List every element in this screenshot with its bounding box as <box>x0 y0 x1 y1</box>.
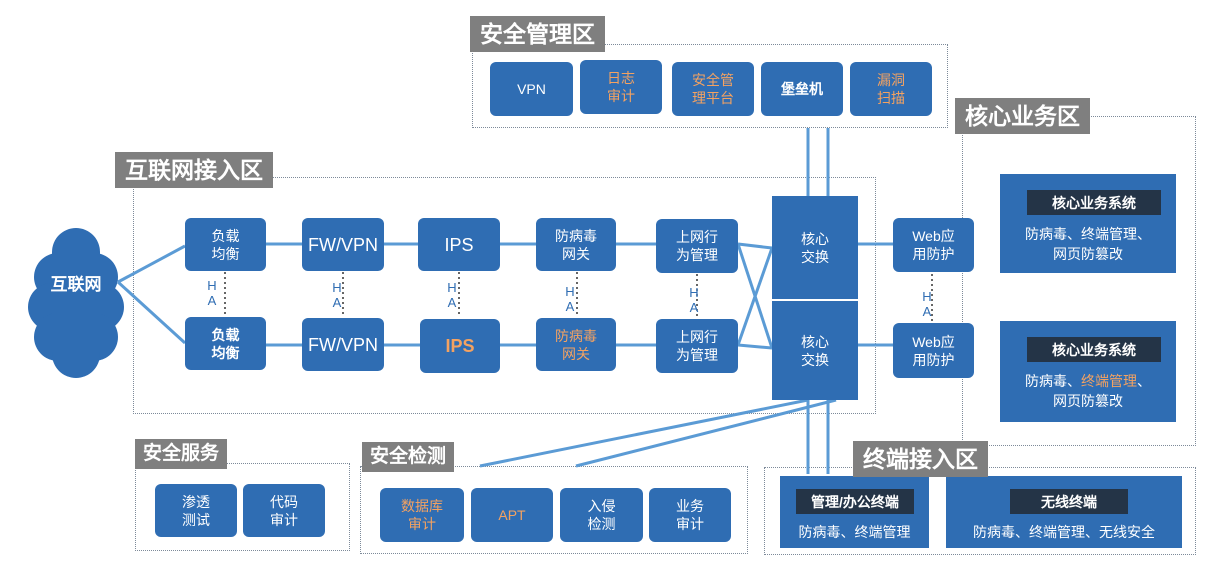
core-system-desc-2-line1: 防病毒、终端管理、 <box>1025 373 1151 389</box>
detect-db-audit[interactable]: 数据库 审计 <box>380 488 464 542</box>
core-system-desc-1-line1: 防病毒、终端管理、 <box>1025 226 1151 242</box>
internet-label: 互联网 <box>50 275 102 294</box>
security-detect-zone-title: 安全检测 <box>362 442 455 472</box>
security-detect-zone <box>360 466 748 554</box>
core-system-desc-2: 防病毒、终端管理、 网页防篡改 <box>1000 371 1176 411</box>
ha-label-fw: H A <box>332 280 342 310</box>
core-system-title-1: 核心业务系统 <box>1027 190 1161 215</box>
core-switch-top[interactable]: 核心 交换 <box>772 196 858 299</box>
core-business-zone-title: 核心业务区 <box>955 98 1090 134</box>
detect-apt[interactable]: APT <box>471 488 553 542</box>
wireless-terminal-panel[interactable]: 无线终端 防病毒、终端管理、无线安全 <box>946 476 1182 548</box>
ha-label-ips: H A <box>447 280 457 310</box>
service-code-audit[interactable]: 代码 审计 <box>243 484 325 537</box>
ha-label-av: H A <box>565 284 575 314</box>
office-terminal-panel[interactable]: 管理/办公终端 防病毒、终端管理 <box>780 476 929 548</box>
cloud-icon <box>28 228 124 378</box>
wireless-terminal-desc: 防病毒、终端管理、无线安全 <box>973 524 1155 540</box>
mgmt-vuln-scan[interactable]: 漏洞 扫描 <box>850 62 932 116</box>
core-system-desc-1: 防病毒、终端管理、 网页防篡改 <box>1000 224 1176 264</box>
waf-top[interactable]: Web应 用防护 <box>893 218 974 272</box>
core-system-panel-1[interactable]: 核心业务系统 防病毒、终端管理、 网页防篡改 <box>1000 174 1176 273</box>
av-gateway-top[interactable]: 防病毒 网关 <box>536 218 616 271</box>
mgmt-security-platform[interactable]: 安全管 理平台 <box>672 62 754 116</box>
terminal-access-zone-title: 终端接入区 <box>853 441 988 477</box>
ips-top[interactable]: IPS <box>418 218 500 271</box>
load-balancer-bottom[interactable]: 负载 均衡 <box>185 317 266 370</box>
core-system-panel-2[interactable]: 核心业务系统 防病毒、终端管理、 网页防篡改 <box>1000 321 1176 422</box>
core-system-desc-1-line2: 网页防篡改 <box>1053 246 1123 262</box>
mgmt-bastion-host[interactable]: 堡垒机 <box>761 62 843 116</box>
core-system-desc-2-line2: 网页防篡改 <box>1053 393 1123 409</box>
fw-vpn-bottom[interactable]: FW/VPN <box>302 318 384 371</box>
office-terminal-desc: 防病毒、终端管理 <box>798 524 911 540</box>
internet-access-zone-title: 互联网接入区 <box>115 152 273 188</box>
av-gateway-bottom[interactable]: 防病毒 网关 <box>536 318 616 371</box>
behavior-mgmt-top[interactable]: 上网行 为管理 <box>656 219 738 273</box>
security-mgmt-zone-title: 安全管理区 <box>470 16 605 52</box>
core-system-title-2: 核心业务系统 <box>1027 337 1161 362</box>
mgmt-log-audit[interactable]: 日志 审计 <box>580 60 662 114</box>
office-terminal-title: 管理/办公终端 <box>796 489 914 514</box>
load-balancer-top[interactable]: 负载 均衡 <box>185 218 266 271</box>
fw-vpn-top[interactable]: FW/VPN <box>302 218 384 271</box>
waf-bottom[interactable]: Web应 用防护 <box>893 323 974 378</box>
mgmt-vpn[interactable]: VPN <box>490 62 573 116</box>
behavior-mgmt-bottom[interactable]: 上网行 为管理 <box>656 319 738 373</box>
service-pentest[interactable]: 渗透 测试 <box>155 484 237 537</box>
ha-label-behavior: H A <box>689 285 699 315</box>
security-service-zone-title: 安全服务 <box>135 439 228 469</box>
security-service-zone <box>135 463 350 551</box>
security-mgmt-zone <box>472 44 948 128</box>
ha-label-lb: H A <box>207 278 217 308</box>
detect-business-audit[interactable]: 业务 审计 <box>649 488 731 542</box>
core-switch-bottom[interactable]: 核心 交换 <box>772 301 858 400</box>
wireless-terminal-title: 无线终端 <box>1010 489 1128 514</box>
detect-intrusion[interactable]: 入侵 检测 <box>560 488 643 542</box>
ips-bottom[interactable]: IPS <box>420 319 500 373</box>
ha-label-waf: H A <box>922 289 932 319</box>
